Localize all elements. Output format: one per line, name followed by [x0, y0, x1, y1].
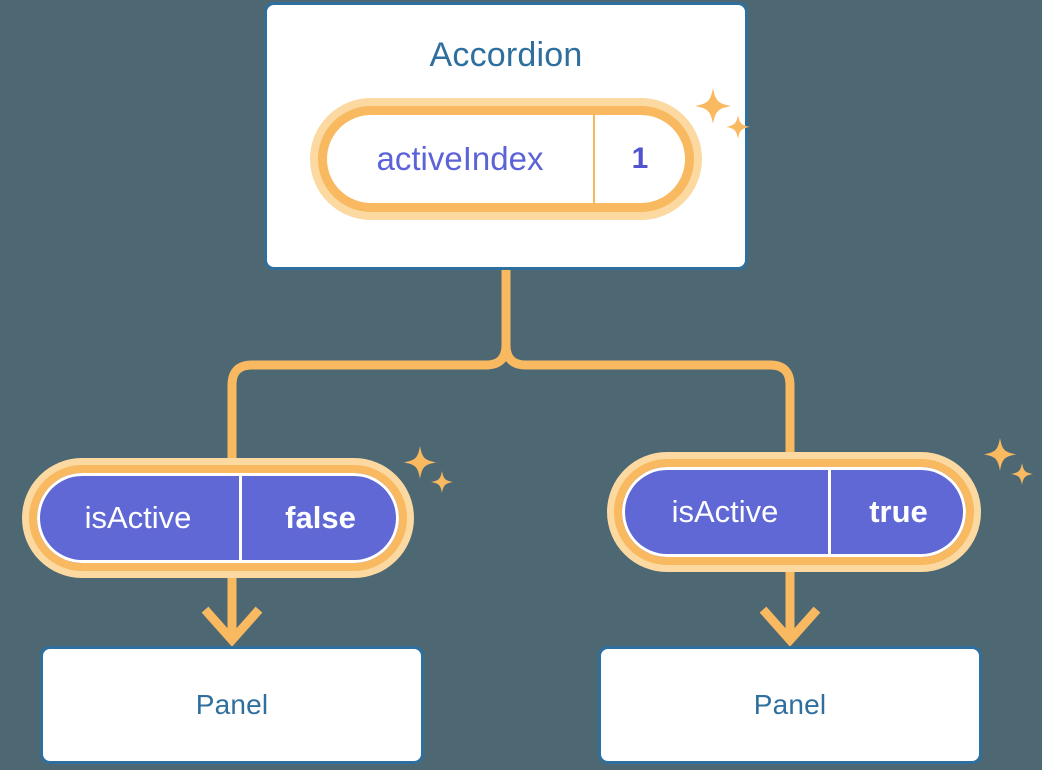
- panel-label-left: Panel: [195, 689, 269, 720]
- state-pill-key: activeIndex: [327, 115, 595, 203]
- panel-card-left[interactable]: Panel: [40, 646, 424, 764]
- panel-label-right: Panel: [753, 689, 827, 720]
- state-pill-activeindex[interactable]: activeIndex 1: [310, 98, 702, 220]
- panel-card-right[interactable]: Panel: [598, 646, 982, 764]
- prop-pill-ring-left: isActive false: [29, 465, 407, 571]
- accordion-title: Accordion: [429, 36, 583, 74]
- sparkle-group-right: [978, 432, 1040, 499]
- prop-pill-value-left: false: [285, 500, 356, 535]
- prop-pill-isactive-true[interactable]: isActive true: [607, 452, 981, 572]
- state-pill-value: 1: [631, 142, 649, 175]
- connector-right-branch: [501, 265, 795, 457]
- sparkle-icon: [983, 438, 1017, 471]
- sparkle-icon-small: [431, 471, 453, 493]
- prop-pill-ring-right: isActive true: [614, 459, 974, 565]
- arrow-down-icon-left: [201, 578, 263, 647]
- prop-pill-isactive-false[interactable]: isActive false: [22, 458, 414, 578]
- sparkle-icon-small: [1011, 463, 1033, 485]
- prop-pill-key-left: isActive: [37, 473, 242, 563]
- prop-pill-value-right: true: [869, 494, 928, 529]
- state-pill-ring: activeIndex 1: [318, 106, 694, 212]
- arrow-down-icon-right: [759, 572, 821, 647]
- prop-pill-key-right: isActive: [622, 467, 831, 557]
- sparkle-icon: [403, 446, 437, 479]
- connector-left-branch: [227, 265, 511, 463]
